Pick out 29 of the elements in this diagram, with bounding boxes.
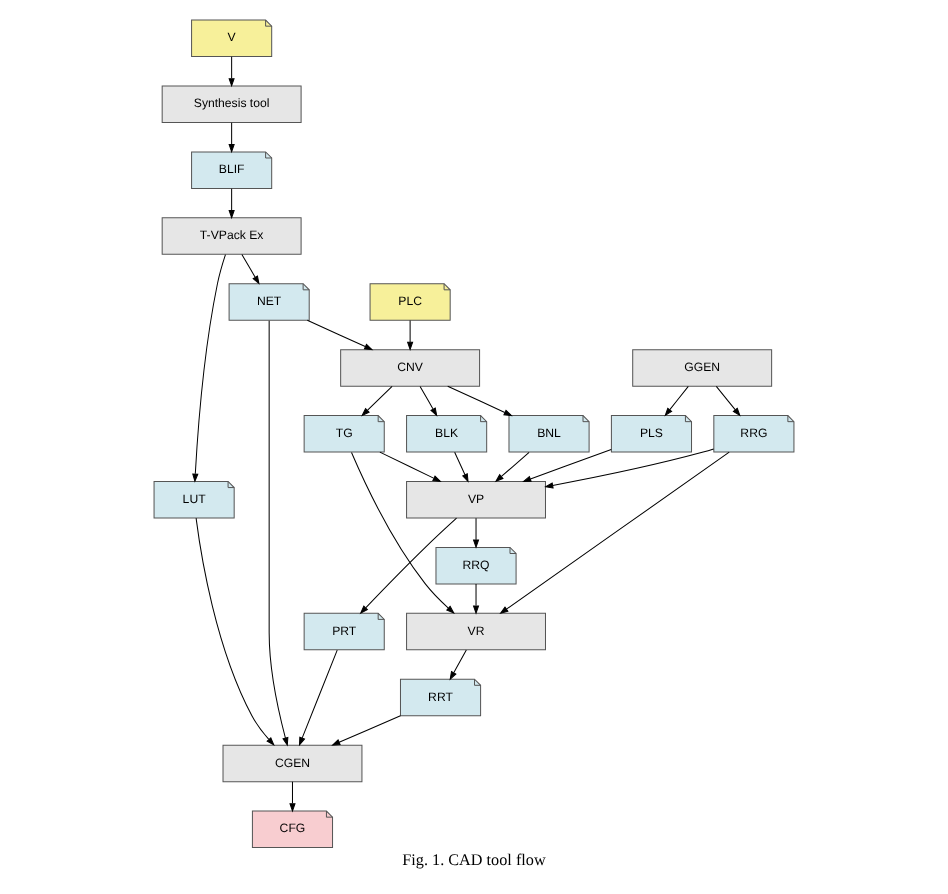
arrow [419, 385, 438, 417]
arrow [499, 451, 730, 615]
arrow [195, 517, 275, 746]
arrow [228, 188, 235, 220]
arrow [449, 649, 467, 681]
arrow [331, 715, 401, 746]
arrow [494, 451, 530, 483]
arrow [472, 583, 480, 615]
arrow [447, 385, 513, 417]
arrow [472, 517, 480, 549]
arrow [228, 122, 235, 154]
arrow [544, 448, 715, 489]
arrow [522, 448, 612, 482]
arrow [268, 320, 289, 747]
arrow [454, 451, 469, 483]
arrow [228, 56, 235, 88]
arrow [241, 254, 260, 285]
arrow [664, 385, 689, 417]
arrow [715, 385, 741, 417]
arrow [406, 319, 414, 351]
caption: Fig. 1. CAD tool flow [402, 850, 546, 869]
arrow [306, 319, 374, 351]
arrow [351, 452, 455, 614]
arrow [379, 451, 442, 483]
arrow [289, 781, 296, 813]
arrow [359, 517, 458, 615]
arrow [298, 649, 338, 747]
arrow [192, 254, 226, 483]
arrow [361, 385, 393, 417]
